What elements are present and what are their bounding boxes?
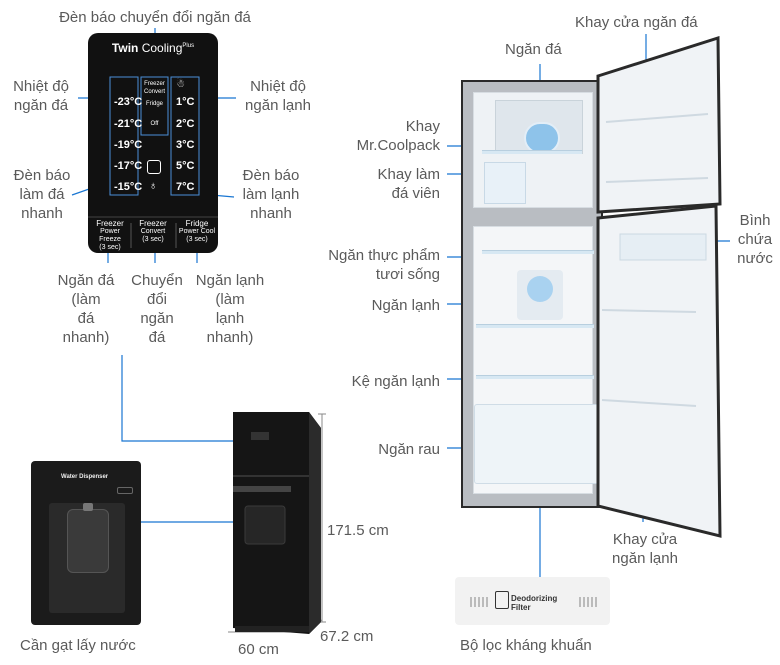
fridge-shelf-2 xyxy=(476,375,594,379)
mode-freezer-convert: Freezer Convert xyxy=(143,81,165,95)
freezer-convert-title: Freezer xyxy=(139,219,167,228)
panel-frames xyxy=(88,76,218,248)
fridge-temp-4: 5°C xyxy=(176,160,195,172)
fridge-doors xyxy=(596,36,722,538)
panel-title-twin: Twin xyxy=(111,41,139,55)
freezer-temp-4: -17°C xyxy=(114,160,143,172)
freezer-convert-sub: Convert (3 sec) xyxy=(140,228,166,243)
freezer-temp-1: -23°C xyxy=(114,96,143,108)
label-nhiet-do-ngan-lanh: Nhiệt độ ngăn lạnh xyxy=(245,78,311,114)
label-khay-cua-ngan-lanh: Khay cửa ngăn lạnh xyxy=(612,531,678,567)
panel-title-plus: Plus xyxy=(182,43,195,49)
label-chuyen-doi: Chuyển đổi ngăn đá xyxy=(131,272,183,346)
power-freeze-sub: Power Freeze (3 sec) xyxy=(99,228,121,251)
coolpack-tray xyxy=(482,150,582,154)
depth-dimension: 67.2 cm xyxy=(320,628,374,645)
dispenser-title: Water Dispenser xyxy=(61,474,109,480)
power-cool-title: Fridge xyxy=(185,219,209,228)
label-den-bao-lam-lanh: Đèn báo làm lạnh nhanh xyxy=(242,167,300,222)
fridge-icon: ☃ xyxy=(176,79,185,90)
deodorizing-filter-image: Deodorizing Filter xyxy=(455,577,610,625)
power-freeze-button[interactable]: Freezer Power Freeze (3 sec) xyxy=(90,220,130,252)
power-freeze-title: Freezer xyxy=(96,219,124,228)
freezer-temp-2: -21°C xyxy=(114,118,143,130)
filter-vent-left xyxy=(470,597,488,607)
ice-tray xyxy=(484,162,526,204)
mode-off: Off xyxy=(150,121,159,127)
label-ngan-da: Ngăn đá xyxy=(505,41,562,58)
panel-title: Twin CoolingPlus xyxy=(88,41,218,55)
label-den-bao-lam-da: Đèn báo làm đá nhanh xyxy=(13,167,71,222)
dispenser-nozzle xyxy=(83,503,93,511)
fridge-fan xyxy=(527,276,553,302)
vegetable-drawer xyxy=(474,404,604,484)
filter-icon xyxy=(495,591,509,609)
water-dispenser-image: Water Dispenser xyxy=(31,461,141,625)
freezer-temp-3: -19°C xyxy=(114,139,143,151)
control-panel: Twin CoolingPlus -23°C -21°C -19°C -17°C… xyxy=(88,33,218,253)
fridge-temp-5: 7°C xyxy=(176,181,195,193)
power-cool-indicator-icon: ♁ xyxy=(149,180,158,192)
label-ngan-thuc-pham: Ngăn thực phẩm tươi sống xyxy=(328,247,440,283)
label-khay-cua-ngan-da: Khay cửa ngăn đá xyxy=(575,14,698,31)
label-ngan-rau: Ngăn rau xyxy=(378,441,440,458)
dispenser-lever[interactable] xyxy=(67,509,109,573)
width-dimension: 60 cm xyxy=(238,641,279,658)
fridge-shelf-1 xyxy=(476,324,594,328)
label-bo-loc: Bộ lọc kháng khuẩn xyxy=(460,637,592,654)
dispenser-lock-icon xyxy=(117,487,133,494)
label-ngan-lanh-nhanh: Ngăn lạnh (làm lạnh nhanh) xyxy=(195,272,265,346)
mode-fridge: Fridge xyxy=(145,101,163,107)
label-nhiet-do-ngan-da: Nhiệt độ ngăn đá xyxy=(13,78,69,114)
filter-text: Deodorizing Filter xyxy=(511,594,558,612)
fridge-temp-1: 1°C xyxy=(176,96,195,108)
label-ke-ngan-lanh: Kệ ngăn lạnh xyxy=(351,373,440,390)
power-cool-sub: Power Cool (3 sec) xyxy=(178,228,216,243)
label-ngan-lanh: Ngăn lạnh xyxy=(371,297,440,314)
power-freeze-indicator-icon xyxy=(147,160,161,174)
label-khay-lam-da: Khay làm đá viên xyxy=(377,166,440,202)
label-ngan-da-nhanh: Ngăn đá (làm đá nhanh) xyxy=(57,272,115,346)
filter-vent-right xyxy=(579,597,597,607)
fresh-drawer xyxy=(482,250,594,254)
label-binh-chua-nuoc: Bình chứa nước xyxy=(737,212,773,267)
label-den-bao-chuyen-doi: Đèn báo chuyển đổi ngăn đá xyxy=(59,9,251,26)
height-dimension: 171.5 cm xyxy=(327,522,389,539)
power-cool-button[interactable]: Fridge Power Cool (3 sec) xyxy=(177,220,217,244)
panel-title-cooling: Cooling xyxy=(141,41,183,55)
label-can-gat: Cần gạt lấy nước xyxy=(20,637,136,654)
fridge-exterior-image xyxy=(233,412,321,634)
fridge-temp-2: 2°C xyxy=(176,118,195,130)
freezer-temp-5: -15°C xyxy=(114,181,143,193)
freezer-convert-button[interactable]: Freezer Convert (3 sec) xyxy=(133,220,173,244)
label-khay-coolpack: Khay Mr.Coolpack xyxy=(356,118,440,154)
fridge-temp-3: 3°C xyxy=(176,139,195,151)
